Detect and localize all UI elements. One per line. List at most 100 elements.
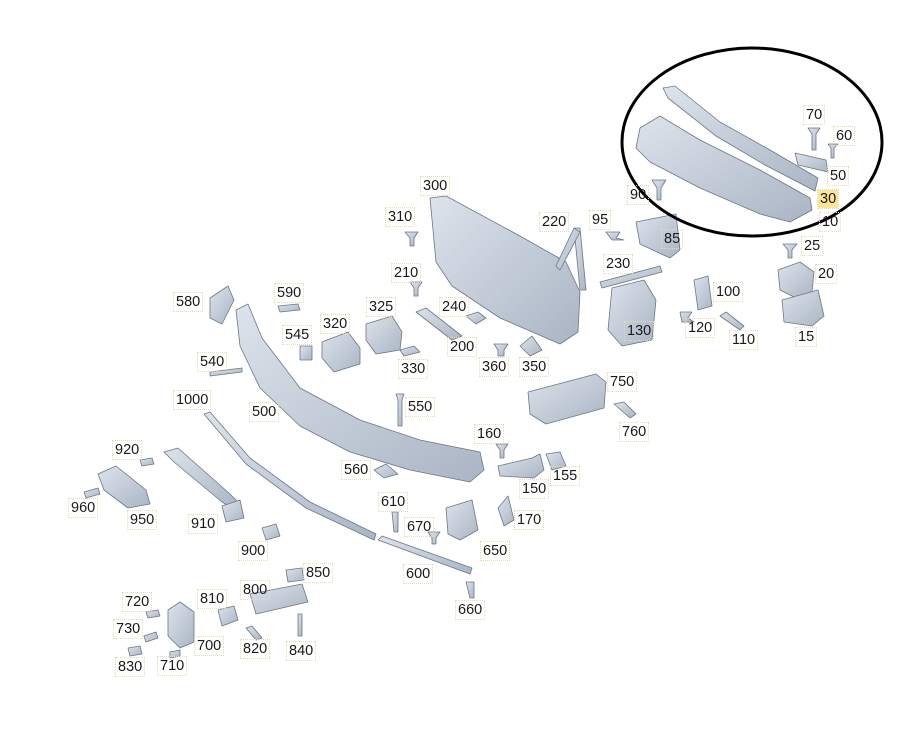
part-strip-1000[interactable] [203,411,377,541]
callout-90[interactable]: 90 [626,185,650,205]
bolt-660[interactable] [465,581,475,599]
part-clip-810[interactable] [217,605,239,627]
bolt-210[interactable] [409,281,423,297]
bolt-760[interactable] [613,401,637,419]
callout-910[interactable]: 910 [187,514,219,534]
bolt-720[interactable] [145,609,161,619]
callout-550[interactable]: 550 [404,397,436,417]
bolt-90[interactable] [651,179,667,201]
callout-300[interactable]: 300 [419,176,451,196]
bolt-820[interactable] [245,625,263,641]
callout-85[interactable]: 85 [660,229,684,249]
callout-760[interactable]: 760 [618,422,650,442]
bolt-160[interactable] [495,443,509,459]
part-crash-box-750[interactable] [527,373,607,425]
callout-170[interactable]: 170 [513,510,545,530]
callout-70[interactable]: 70 [802,105,826,125]
callout-810[interactable]: 810 [196,589,228,609]
callout-15[interactable]: 15 [794,327,818,347]
callout-110[interactable]: 110 [728,330,759,350]
part-nut-850[interactable] [285,567,305,583]
callout-230[interactable]: 230 [602,254,634,274]
part-bracket-950[interactable] [97,465,151,509]
part-housing-320[interactable] [321,331,361,373]
part-strip-600[interactable] [377,535,473,575]
part-strut-220b[interactable] [555,227,581,271]
callout-840[interactable]: 840 [285,641,317,661]
part-bracket-200[interactable] [415,307,463,341]
part-clip-170[interactable] [497,495,515,527]
callout-720[interactable]: 720 [121,592,153,612]
callout-560[interactable]: 560 [340,460,372,480]
part-bar-910[interactable] [163,447,239,509]
bolt-120[interactable] [679,311,695,323]
callout-95[interactable]: 95 [588,210,612,230]
callout-100[interactable]: 100 [712,282,744,302]
bolt-730[interactable] [143,631,159,643]
part-crossmember-upper[interactable] [662,85,819,192]
bolt-360[interactable] [493,343,509,357]
callout-950[interactable]: 950 [126,510,158,530]
callout-545[interactable]: 545 [281,325,313,345]
part-plate-700[interactable] [167,601,195,649]
bolt-610[interactable] [391,511,399,533]
part-cap-155[interactable] [545,451,567,471]
callout-700[interactable]: 700 [193,636,225,656]
callout-120[interactable]: 120 [684,318,716,338]
callout-360[interactable]: 360 [478,357,510,377]
callout-750[interactable]: 750 [606,372,638,392]
callout-20[interactable]: 20 [814,264,838,284]
callout-960[interactable]: 960 [67,498,99,518]
callout-350[interactable]: 350 [518,357,550,377]
bolt-670[interactable] [427,531,441,545]
bolt-840[interactable] [297,613,303,637]
part-bracket-800[interactable] [249,583,309,615]
bolt-550[interactable] [395,393,405,427]
callout-590[interactable]: 590 [273,283,305,303]
part-bracket-100[interactable] [693,275,713,311]
callout-670[interactable]: 670 [403,517,435,537]
callout-160[interactable]: 160 [473,424,505,444]
callout-50[interactable]: 50 [826,166,850,186]
part-bracket-350[interactable] [519,335,543,357]
part-bracket-910b[interactable] [221,499,245,523]
part-bar-230[interactable] [599,265,663,289]
callout-240[interactable]: 240 [438,297,470,317]
part-reinforcement-30[interactable] [635,115,813,223]
bolt-240[interactable] [465,311,487,325]
callout-610[interactable]: 610 [377,492,409,512]
callout-830[interactable]: 830 [114,657,146,677]
part-front-carrier-300[interactable] [429,195,581,345]
part-bracket-50[interactable] [794,152,829,173]
callout-730[interactable]: 730 [112,619,144,639]
callout-320[interactable]: 320 [319,314,351,334]
callout-800[interactable]: 800 [239,580,271,600]
callout-500[interactable]: 500 [248,402,280,422]
callout-130[interactable]: 130 [623,321,655,341]
callout-920[interactable]: 920 [111,440,143,460]
part-bracket-560[interactable] [373,463,399,479]
bolt-830[interactable] [127,645,143,657]
callout-155[interactable]: 155 [549,466,581,486]
callout-850[interactable]: 850 [302,563,334,583]
part-bracket-580[interactable] [209,285,235,325]
callout-60[interactable]: 60 [832,126,856,146]
part-housing-325[interactable] [365,315,403,355]
part-strut-220[interactable] [573,227,587,291]
bolt-25[interactable] [782,243,798,259]
callout-540[interactable]: 540 [196,352,228,372]
part-bracket-15[interactable] [781,289,825,327]
bolt-310[interactable] [404,231,419,247]
bolt-95[interactable] [605,231,625,241]
part-bracket-650[interactable] [445,499,479,541]
bolt-540[interactable] [209,367,243,377]
callout-1000[interactable]: 1000 [172,390,212,410]
callout-30[interactable]: 30 [816,189,840,209]
callout-660[interactable]: 660 [454,600,486,620]
callout-310[interactable]: 310 [384,207,416,227]
part-clip-545[interactable] [299,345,313,361]
callout-600[interactable]: 600 [402,564,434,584]
callout-210[interactable]: 210 [390,263,422,283]
bolt-330[interactable] [399,345,421,357]
callout-150[interactable]: 150 [518,479,550,499]
